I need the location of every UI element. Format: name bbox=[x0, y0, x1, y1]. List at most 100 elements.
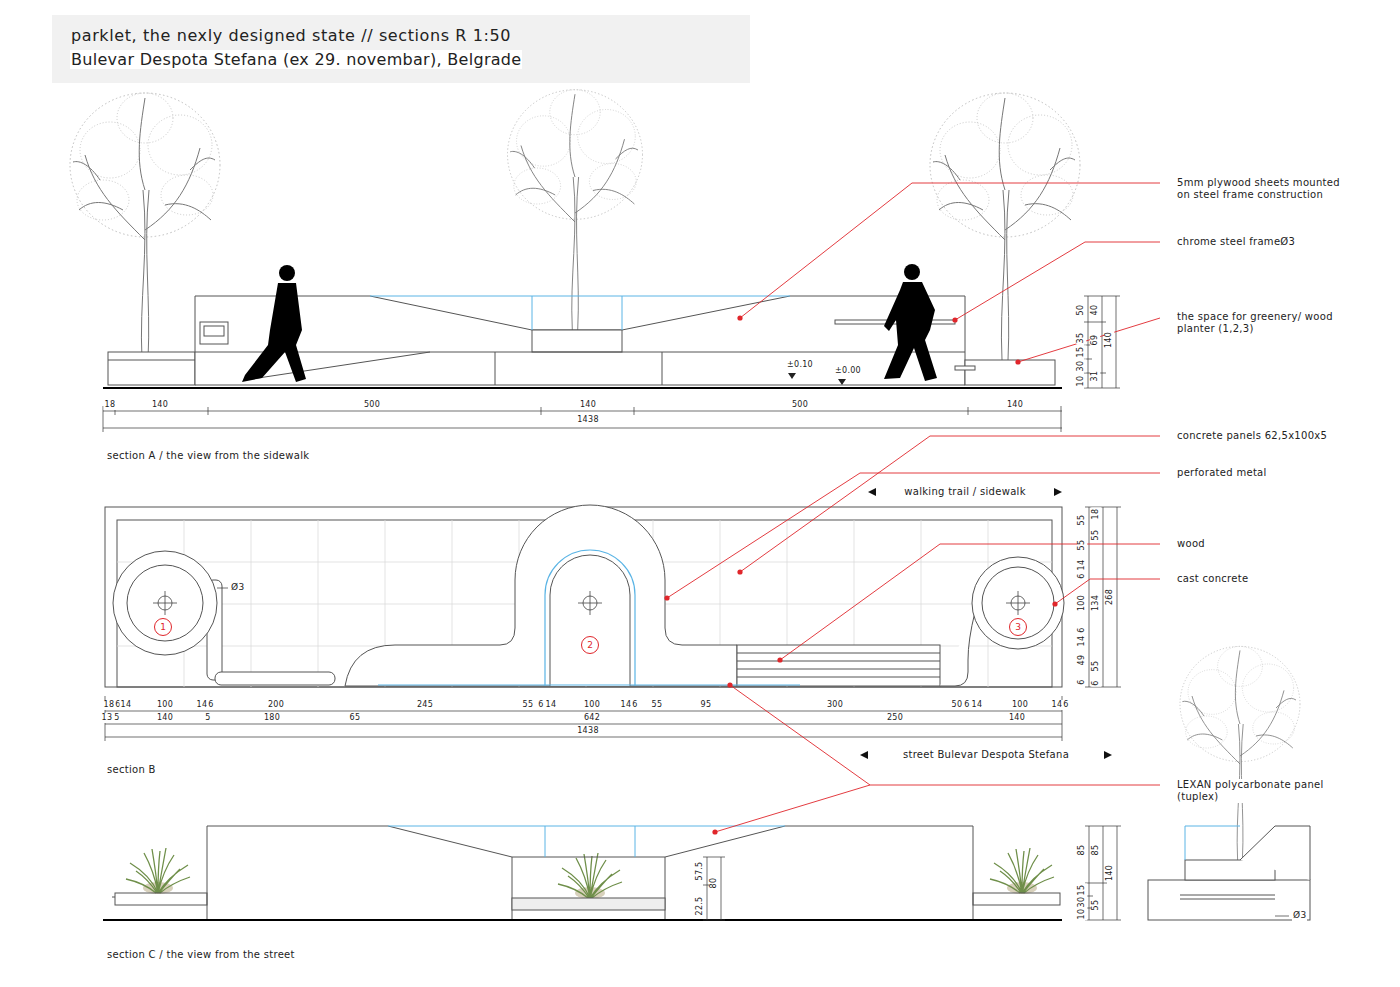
planters-and-seating bbox=[550, 555, 630, 686]
dimension-lines-a bbox=[1102, 296, 1103, 388]
people-silhouettes bbox=[884, 282, 937, 381]
dimension-label: 300 bbox=[826, 700, 844, 710]
dimension-lines-a bbox=[103, 411, 1062, 412]
tree-position-marks bbox=[1006, 591, 1030, 615]
dimension-label: 40 bbox=[1090, 304, 1100, 317]
dimension-lines-b bbox=[105, 507, 1121, 741]
dimension-lines-a bbox=[1088, 296, 1089, 388]
dimension-label: 5 bbox=[204, 713, 211, 723]
annotation-text: 5mm plywood sheets mounted on steel fram… bbox=[1176, 177, 1343, 201]
drawing-label: section C / the view from the street bbox=[106, 949, 296, 961]
section-a-parklet bbox=[662, 352, 663, 385]
planters-and-seating bbox=[113, 505, 1064, 686]
annotation-dots bbox=[727, 682, 732, 687]
planters-and-seating bbox=[972, 557, 1064, 649]
dimension-label: ±0.00 bbox=[834, 366, 862, 376]
dimension-label: 140 bbox=[156, 713, 174, 723]
annotation-leaders bbox=[715, 785, 870, 832]
annotation-dots bbox=[737, 569, 742, 574]
dimension-label: 140 bbox=[151, 400, 169, 410]
dimension-lines-b bbox=[1117, 507, 1118, 687]
dimension-label: 85 bbox=[1091, 844, 1101, 857]
annotation-leaders bbox=[667, 473, 1160, 598]
section-a-parklet bbox=[108, 360, 195, 361]
tree-position-marks bbox=[153, 591, 177, 615]
dimension-label: 55 bbox=[522, 700, 535, 710]
direction-arrows bbox=[860, 751, 868, 759]
dimension-label: 50 bbox=[1076, 304, 1086, 317]
planters-and-seating bbox=[737, 653, 940, 677]
drawing-label: Bulevar Despota Stefana (ex 29. novembar… bbox=[70, 50, 522, 69]
dimension-label: 200 bbox=[267, 700, 285, 710]
section-c-parklet bbox=[512, 857, 665, 858]
section-a-parklet bbox=[965, 360, 1055, 385]
diameter-leader bbox=[1275, 916, 1289, 917]
planter-number: 1 bbox=[154, 618, 172, 636]
section-c-grass bbox=[126, 848, 190, 894]
dimension-label: 250 bbox=[886, 713, 904, 723]
dimension-label: 13 bbox=[101, 713, 114, 723]
dimension-label: 55 bbox=[1091, 529, 1101, 542]
dimension-label: 134 bbox=[1091, 594, 1101, 612]
side-section bbox=[1240, 826, 1310, 880]
planters-and-seating bbox=[982, 567, 1054, 639]
direction-arrows bbox=[1104, 751, 1112, 759]
annotation-dots bbox=[664, 595, 669, 600]
drawing-label: perforated metal bbox=[1176, 467, 1268, 479]
polycarbonate-panel-c bbox=[388, 826, 785, 827]
dimension-label: 14 bbox=[971, 700, 984, 710]
annotation-leaders bbox=[955, 242, 1160, 320]
dimension-label: 6 bbox=[1091, 679, 1101, 686]
drawing-label: Ø3 bbox=[1292, 910, 1307, 921]
dimension-label: 6 bbox=[1077, 626, 1087, 633]
dimension-label: 55 bbox=[1091, 899, 1101, 912]
dimension-label: 500 bbox=[791, 400, 809, 410]
dimension-label: 57.5 bbox=[695, 860, 705, 881]
dimension-label: 6 bbox=[963, 700, 970, 710]
dimension-lines-c bbox=[703, 826, 1121, 920]
dimension-lines-c bbox=[1103, 826, 1104, 920]
dimension-lines-c bbox=[721, 857, 722, 920]
dimension-label: 500 bbox=[363, 400, 381, 410]
dimension-label: 55 bbox=[1091, 660, 1101, 673]
side-section bbox=[1180, 895, 1275, 899]
annotation-leaders bbox=[740, 183, 1160, 318]
dimension-label: 100 bbox=[1011, 700, 1029, 710]
people-silhouettes bbox=[279, 265, 295, 281]
annotation-leaders bbox=[740, 436, 1160, 572]
annotation-leaders bbox=[730, 685, 1160, 785]
dimension-label: 245 bbox=[416, 700, 434, 710]
dimension-lines-b bbox=[105, 724, 1062, 725]
dimension-label: 10 bbox=[1076, 375, 1086, 388]
section-c-parklet bbox=[512, 898, 665, 910]
dimension-label: 6 bbox=[631, 700, 638, 710]
planters-and-seating bbox=[127, 565, 203, 641]
level-markers bbox=[838, 379, 846, 385]
dimension-lines-a bbox=[103, 406, 1061, 432]
drawing-label: cast concrete bbox=[1176, 573, 1249, 585]
annotation-dots bbox=[737, 315, 742, 320]
annotation-text: the space for greenery/ wood planter (1,… bbox=[1176, 311, 1353, 335]
dimension-lines-c bbox=[703, 857, 725, 920]
polycarbonate-panel-a bbox=[622, 296, 623, 330]
section-a-parklet bbox=[955, 366, 975, 370]
people-silhouettes bbox=[242, 283, 306, 382]
section-a-parklet bbox=[532, 330, 622, 352]
dimension-label: 6 bbox=[207, 700, 214, 710]
planter-number: 3 bbox=[1009, 618, 1027, 636]
dimension-label: 22.5 bbox=[695, 895, 705, 916]
side-section bbox=[1148, 826, 1310, 920]
dimension-lines-a bbox=[103, 428, 1062, 429]
drawing-label: walking trail / sidewalk bbox=[903, 486, 1027, 498]
drawing-label: section B bbox=[106, 764, 157, 776]
polycarbonate-panel-a bbox=[370, 296, 790, 330]
dimension-label: 10 bbox=[1077, 908, 1087, 921]
dimension-label: 14 bbox=[1077, 635, 1087, 648]
dimension-lines-b bbox=[1089, 507, 1090, 687]
planters-and-seating bbox=[737, 645, 940, 686]
dimension-lines-c bbox=[707, 857, 708, 920]
section-a-parklet bbox=[200, 322, 228, 344]
section-c-parklet bbox=[207, 826, 973, 920]
section-c-parklet bbox=[112, 826, 1060, 920]
